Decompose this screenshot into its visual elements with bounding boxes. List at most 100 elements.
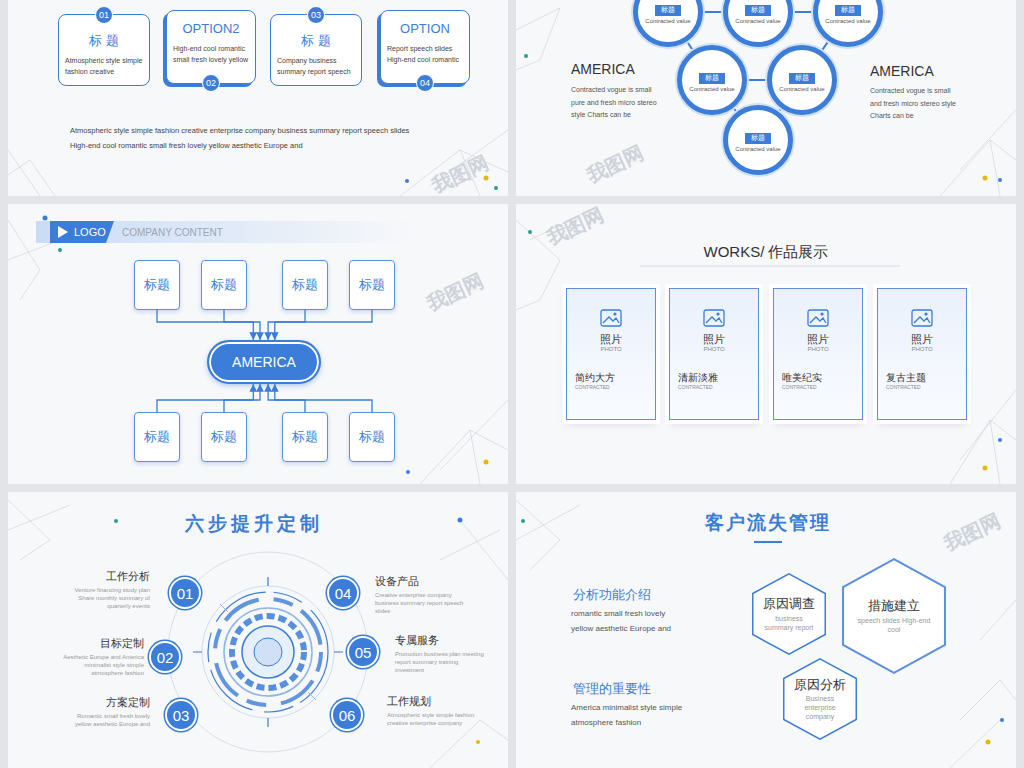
- title-box: 标题: [201, 260, 247, 310]
- photo-card: 照片PHOTO唯美纪实CONTRACTED: [773, 288, 863, 420]
- node-text: 标题: [139, 276, 175, 294]
- text-label: AMERICA: [571, 61, 671, 79]
- node-text: Business enterprise company: [792, 694, 848, 721]
- node-text: 标 题: [277, 33, 355, 49]
- text-label: 管理的重要性: [573, 681, 693, 697]
- node-text: 06: [333, 708, 361, 723]
- node-text: Atmospheric style simple fashion creativ…: [65, 55, 143, 77]
- text-label: Contracted vogue is small and fresh micr…: [870, 85, 962, 123]
- node-content: 06: [333, 708, 361, 723]
- tech-circle: [168, 552, 368, 752]
- node-text: 标题: [139, 428, 175, 446]
- text-label: 设备产品: [375, 575, 465, 589]
- node-text: High-end cool romantic small fresh lovel…: [173, 43, 249, 65]
- text-label: 客户流失管理: [668, 511, 868, 535]
- node-text: 简约大方: [567, 372, 655, 384]
- option-box: 标 题Company business summary report speec…: [270, 14, 362, 86]
- hexagon: 措施建立speech slides High-end cool: [842, 558, 946, 674]
- text-label: 目标定制: [60, 637, 144, 651]
- callout-number: 01: [95, 6, 113, 24]
- photo-card: 照片PHOTO清新淡雅CONTRACTED: [669, 288, 759, 420]
- node-content: 02: [151, 650, 179, 665]
- node-content: 03: [167, 708, 195, 723]
- node-text: CONTRACTED: [878, 384, 966, 391]
- node-text: 措施建立: [856, 598, 932, 614]
- step-circle: 01: [169, 577, 201, 609]
- node-text: 复古主题: [878, 372, 966, 384]
- connector: [822, 42, 828, 50]
- node-content: 标题: [206, 428, 242, 446]
- dot: [43, 54, 1005, 745]
- callout-number: 04: [416, 74, 434, 92]
- text-label: WORKS/ 作品展示: [666, 243, 866, 262]
- node-content: 标题: [287, 428, 323, 446]
- text-label: 分析功能介绍: [573, 587, 693, 603]
- connector: [224, 384, 260, 412]
- connector: [268, 310, 305, 340]
- node-text: 标题: [287, 276, 323, 294]
- node-content: 原因调查business summary report: [761, 596, 817, 632]
- node-text: 标题: [354, 428, 390, 446]
- node-text: Contracted value: [728, 18, 788, 25]
- node-content: 05: [349, 645, 377, 660]
- node-content: 标 题 Atmospheric style simple fashion crea…: [65, 33, 143, 77]
- node-content: 标题Contracted value: [772, 66, 832, 93]
- node-content: 01: [171, 586, 199, 601]
- option-box: OPTIONReport speech slides High-end cool…: [380, 10, 470, 84]
- node-text: 标 题: [65, 33, 143, 49]
- photo-icon: [911, 309, 933, 327]
- title-box: 标题: [282, 260, 328, 310]
- text-label: Atmospheric style simple fashion creativ…: [70, 123, 420, 153]
- text-label: 工作规划: [387, 695, 477, 709]
- value-circle: 标题Contracted value: [723, 0, 793, 47]
- watermark: 我图网: [583, 136, 657, 188]
- connector: [275, 310, 372, 340]
- node-text: OPTION2: [173, 21, 249, 37]
- watermark: 我图网: [423, 264, 497, 316]
- node-text: Contracted value: [818, 18, 878, 25]
- node-content: 04: [417, 79, 433, 88]
- value-circle: 标题Contracted value: [767, 45, 837, 115]
- value-circle: 标题Contracted value: [677, 45, 747, 115]
- node-text: 02: [151, 650, 179, 665]
- connector: [734, 109, 736, 112]
- node-text: 04: [417, 79, 433, 88]
- text-label: LOGO: [74, 226, 108, 240]
- node-text: PHOTO: [567, 346, 655, 354]
- value-circle: 标题Contracted value: [813, 0, 883, 47]
- watermark: 我图网: [428, 146, 502, 198]
- connector: [275, 384, 372, 412]
- hexagon-outline: [752, 573, 826, 655]
- node-text: 标题: [699, 73, 725, 83]
- node-text: 标题: [354, 276, 390, 294]
- photo-icon: [600, 309, 622, 327]
- node-text: 标题: [655, 5, 681, 15]
- node-text: 标题: [745, 133, 771, 143]
- hexagon: 原因分析Business enterprise company: [783, 658, 857, 740]
- node-content: 03: [308, 11, 324, 20]
- connector: [224, 310, 260, 340]
- node-text: Report speech slides High-end cool roman…: [387, 43, 463, 65]
- node-content: 01: [96, 11, 112, 20]
- text-label: Atmospheric style simple fashion creativ…: [387, 711, 477, 727]
- node-text: CONTRACTED: [670, 384, 758, 391]
- node-content: 04: [329, 586, 357, 601]
- node-content: 02: [203, 79, 219, 88]
- node-content: 照片PHOTO复古主题CONTRACTED: [878, 333, 966, 391]
- node-text: 02: [203, 79, 219, 88]
- photo-card: 照片PHOTO简约大方CONTRACTED: [566, 288, 656, 420]
- node-text: 标题: [287, 428, 323, 446]
- photo-icon: [703, 309, 725, 327]
- callout-number: 02: [202, 74, 220, 92]
- node-text: PHOTO: [774, 346, 862, 354]
- value-circle: 标题Contracted value: [633, 0, 703, 47]
- option-box: OPTION2High-end cool romantic small fres…: [166, 10, 256, 84]
- title-box: 标题: [201, 412, 247, 462]
- text-label: 六步提升定制: [154, 512, 354, 536]
- node-content: 标题Contracted value: [638, 0, 698, 26]
- node-text: CONTRACTED: [774, 384, 862, 391]
- text-label: 工作分析: [60, 570, 150, 584]
- title-rule: [640, 266, 900, 267]
- node-text: 03: [167, 708, 195, 723]
